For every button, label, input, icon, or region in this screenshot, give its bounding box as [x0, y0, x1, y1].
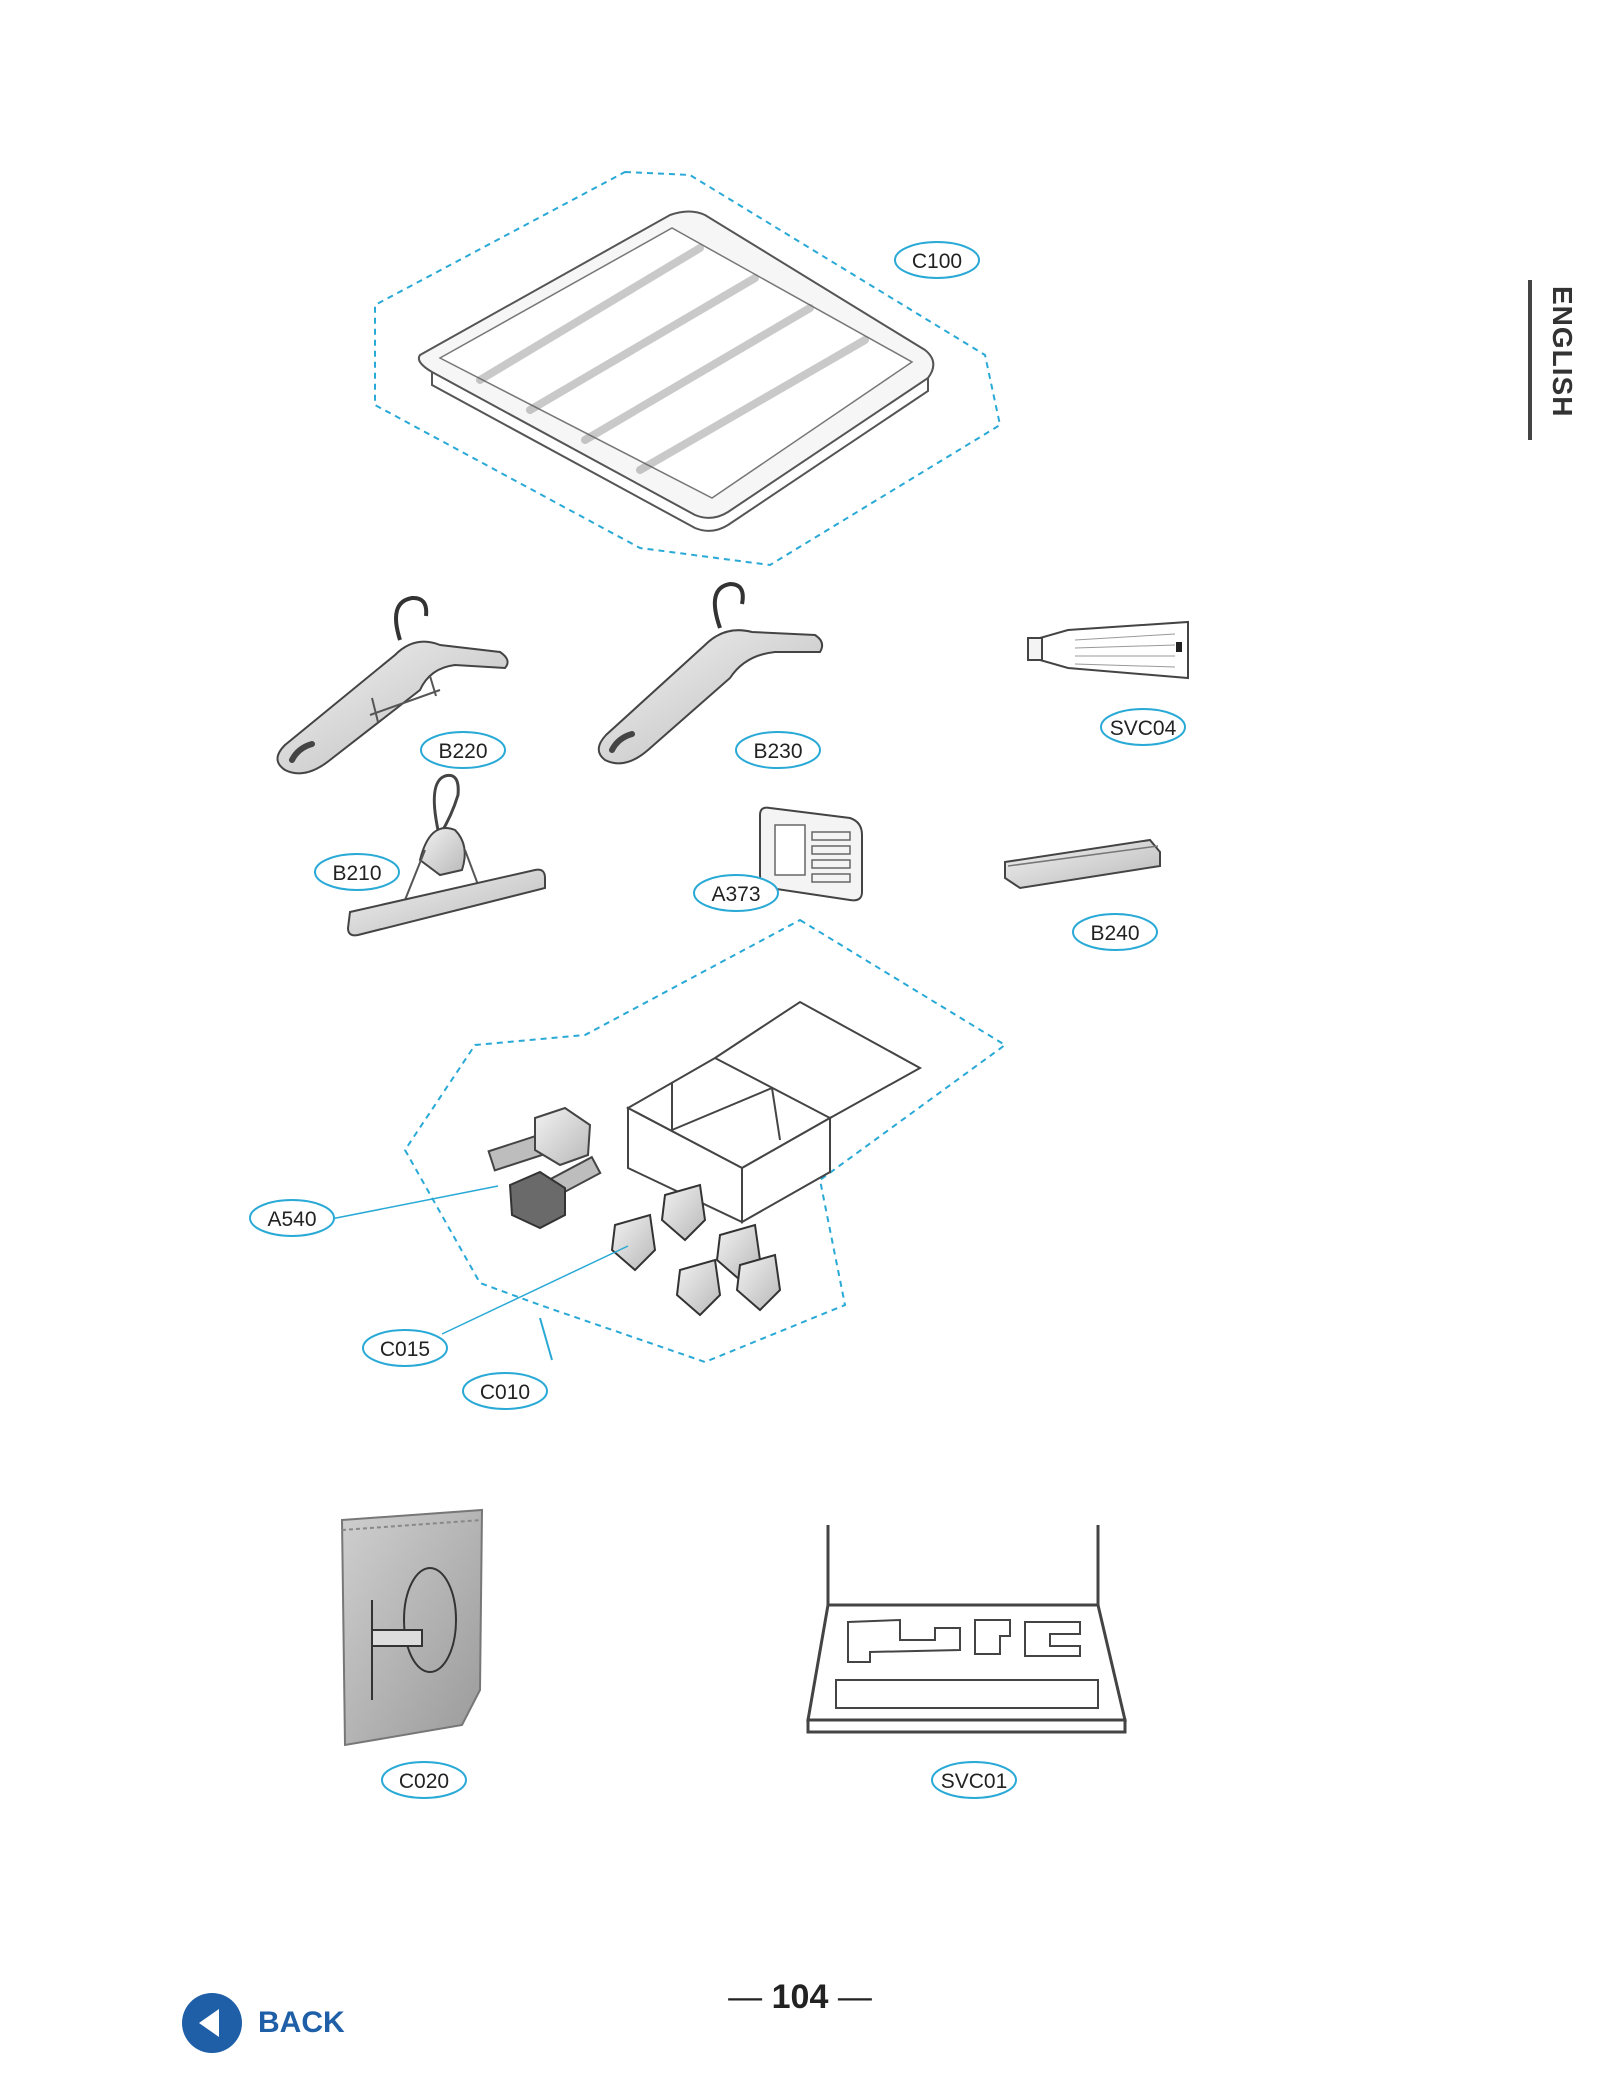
part-label-b210: B210 [314, 853, 400, 891]
page-number-dash-right: — [837, 1978, 872, 2016]
svg-text:B210: B210 [332, 862, 381, 885]
svg-text:SVC04: SVC04 [1110, 717, 1177, 740]
bolt [487, 1106, 592, 1172]
part-label-b240: B240 [1072, 913, 1158, 951]
foot [735, 1253, 782, 1312]
part-label-a373: A373 [693, 874, 779, 912]
back-arrow-icon [182, 1993, 242, 2053]
language-tab-label: ENGLISH [1547, 286, 1578, 418]
leader-line-a540 [325, 1185, 499, 1221]
tube-svc04 [1027, 620, 1189, 680]
leader-line-c015 [441, 1245, 629, 1335]
card-a373 [759, 806, 863, 902]
svg-text:SVC01: SVC01 [941, 1770, 1008, 1793]
back-label: BACK [258, 2006, 345, 2039]
page-number-dash-left: — [728, 1978, 763, 2016]
hanger-b230 [597, 581, 824, 765]
bar-b240 [1004, 838, 1161, 890]
foot [610, 1213, 657, 1272]
group-outline-c100 [374, 170, 1002, 567]
shelf-tray-c100 [374, 170, 1002, 567]
kit-c010 [403, 918, 1007, 1364]
foot [660, 1183, 707, 1242]
svg-text:A373: A373 [711, 883, 760, 906]
bag-c020 [340, 1508, 484, 1747]
part-label-svc01: SVC01 [931, 1761, 1017, 1799]
label-svc01 [806, 1525, 1127, 1734]
language-tab: ENGLISH [1528, 280, 1586, 440]
svg-text:C010: C010 [480, 1381, 530, 1404]
part-label-c015: C015 [362, 1329, 448, 1367]
hanger-b220 [276, 595, 509, 775]
leader-line-c010 [539, 1317, 553, 1361]
svg-text:C015: C015 [380, 1338, 430, 1361]
back-button[interactable]: BACK [182, 1990, 345, 2056]
svg-text:C100: C100 [912, 250, 962, 273]
svg-text:B220: B220 [438, 740, 487, 763]
svg-text:C020: C020 [399, 1770, 449, 1793]
part-label-c010: C010 [462, 1372, 548, 1410]
part-label-c100: C100 [894, 241, 980, 279]
svg-text:B230: B230 [753, 740, 802, 763]
hanger-b210 [346, 773, 546, 937]
part-label-a540: A540 [249, 1199, 335, 1237]
page-number-value: 104 [771, 1978, 829, 2016]
part-label-c020: C020 [381, 1761, 467, 1799]
part-label-b230: B230 [735, 731, 821, 769]
page-number: — 104 — [700, 1978, 900, 2017]
svg-text:B240: B240 [1090, 922, 1139, 945]
part-label-svc04: SVC04 [1100, 708, 1186, 746]
foot [675, 1258, 722, 1317]
part-label-b220: B220 [420, 731, 506, 769]
bolt [508, 1155, 602, 1230]
svg-text:A540: A540 [267, 1208, 316, 1231]
group-outline-c010 [403, 918, 1007, 1364]
